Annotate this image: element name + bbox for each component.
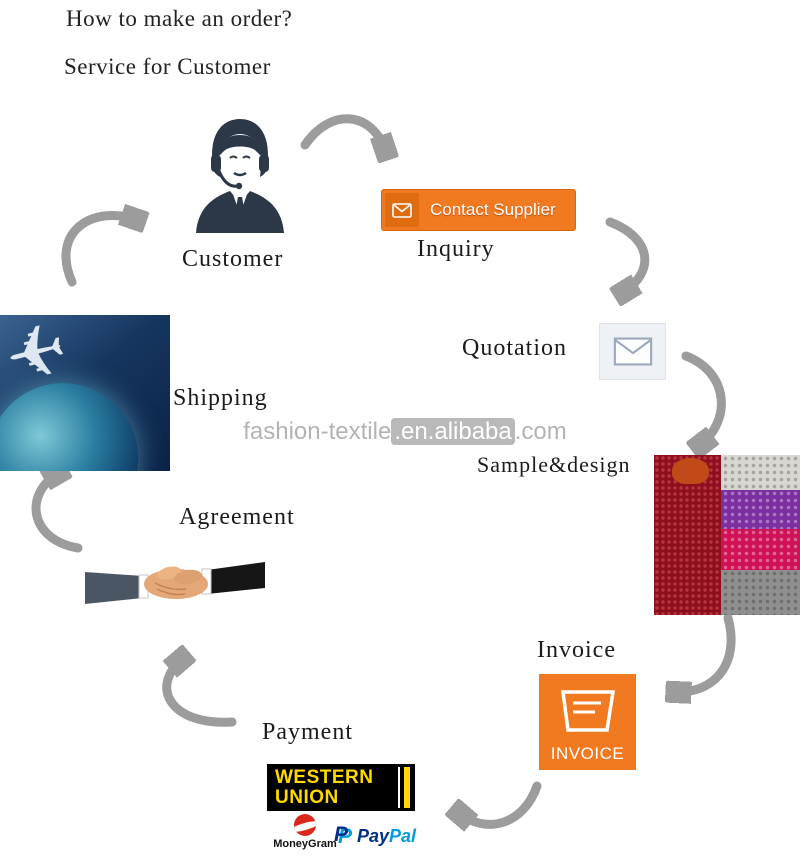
arrow-customer-to-inquiry [300, 114, 386, 152]
watermark-highlight: .en.alibaba [391, 418, 515, 445]
watermark-suffix: .com [514, 418, 567, 445]
paypal-logo: P P PayPal [334, 823, 417, 848]
page-subtitle: Service for Customer [64, 54, 271, 79]
fabric-stack-graphic [715, 455, 800, 615]
arrow-invoice-to-payment [458, 781, 542, 824]
invoice-icon: INVOICE [539, 674, 636, 770]
moneygram-logo: MoneyGram [272, 814, 338, 850]
step-label-inquiry: Inquiry [417, 236, 495, 262]
step-label-invoice: Invoice [537, 637, 616, 663]
model-figure-graphic [654, 455, 722, 615]
step-label-customer: Customer [182, 246, 284, 272]
western-union-line2: UNION [275, 786, 339, 808]
arrow-sample-to-invoice [674, 613, 736, 692]
western-union-logo: WESTERN UNION [267, 764, 415, 811]
step-label-agreement: Agreement [179, 504, 295, 530]
globe-graphic [0, 383, 138, 471]
sample-design-photo [654, 455, 800, 615]
arrow-agreement-to-shipping [31, 472, 83, 553]
step-label-shipping: Shipping [173, 385, 268, 411]
quotation-envelope-icon [599, 323, 666, 380]
watermark: fashion-textile.en.alibaba.com [190, 418, 620, 446]
western-union-line1: WESTERN [275, 766, 374, 788]
contact-supplier-label: Contact Supplier [430, 200, 556, 219]
arrow-shipping-to-customer [61, 215, 138, 287]
page-title: How to make an order? [66, 6, 293, 31]
moneygram-label: MoneyGram [273, 838, 337, 850]
customer-support-icon [196, 119, 284, 233]
invoice-icon-label: INVOICE [550, 744, 625, 763]
arrow-payment-to-agreement [162, 658, 237, 727]
handshake-photo [85, 542, 265, 620]
watermark-prefix: fashion-textile [243, 418, 392, 445]
contact-supplier-button[interactable]: Contact Supplier [381, 189, 576, 231]
moneygram-globe-icon [294, 814, 316, 836]
arrow-quotation-to-sample [681, 351, 726, 446]
paypal-pp-icon: P P [334, 823, 353, 848]
step-label-payment: Payment [262, 719, 353, 745]
step-label-quotation: Quotation [462, 335, 567, 361]
arrow-inquiry-to-quotation [605, 217, 650, 293]
paypal-label: PayPal [357, 825, 417, 846]
model-headwrap-graphic [671, 458, 710, 484]
envelope-icon [385, 193, 419, 227]
shipping-photo: ✈ [0, 315, 170, 471]
step-label-sample-design: Sample&design [477, 452, 631, 477]
